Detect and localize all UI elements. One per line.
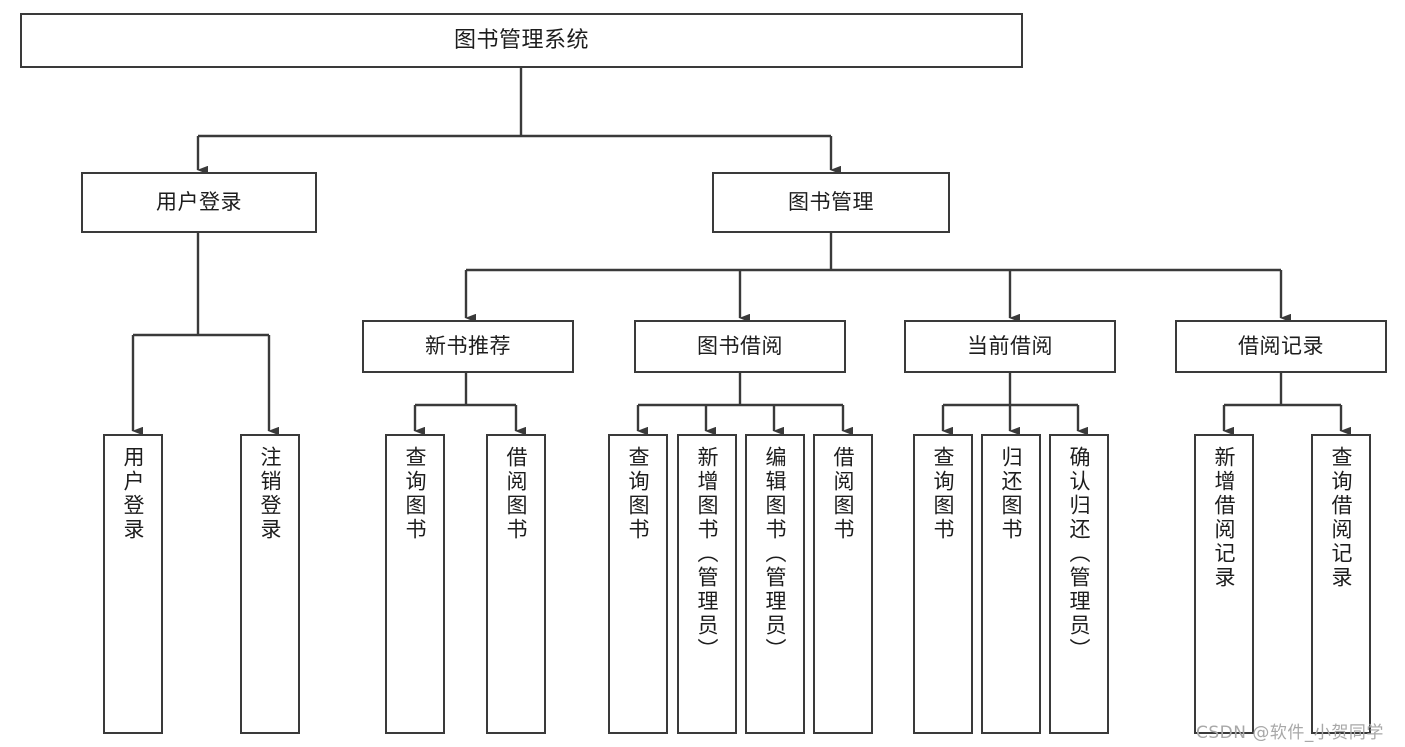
- node-label: 用户登录: [121, 446, 146, 542]
- node-root-book-management-system[interactable]: 图书管理系统: [20, 13, 1023, 68]
- node-label: 当前借阅: [967, 334, 1053, 359]
- csdn-watermark: CSDN @软件_小贺同学: [1196, 723, 1384, 743]
- node-user-login[interactable]: 用户登录: [81, 172, 317, 233]
- node-label: 图书管理系统: [453, 27, 589, 53]
- node-label: 借阅图书: [504, 446, 529, 542]
- node-leaf-user-login[interactable]: 用户登录: [103, 434, 163, 734]
- node-label: 新增借阅记录: [1212, 446, 1237, 590]
- node-leaf-query-book-cb[interactable]: 查询图书: [913, 434, 973, 734]
- node-label: 图书借阅: [697, 334, 783, 359]
- node-label: 新书推荐: [425, 334, 511, 359]
- node-label: 查询图书: [931, 446, 956, 542]
- node-leaf-query-borrow-record[interactable]: 查询借阅记录: [1311, 434, 1371, 734]
- node-book-management[interactable]: 图书管理: [712, 172, 950, 233]
- node-label: 编辑图书（管理员）: [763, 446, 788, 662]
- node-label: 归还图书: [999, 446, 1024, 542]
- node-label: 新增图书（管理员）: [695, 446, 720, 662]
- node-leaf-confirm-return-admin[interactable]: 确认归还（管理员）: [1049, 434, 1109, 734]
- node-leaf-borrow-book-bb[interactable]: 借阅图书: [813, 434, 873, 734]
- node-label: 查询图书: [403, 446, 428, 542]
- node-borrow-record[interactable]: 借阅记录: [1175, 320, 1387, 373]
- node-leaf-return-book[interactable]: 归还图书: [981, 434, 1041, 734]
- node-leaf-borrow-book-nb[interactable]: 借阅图书: [486, 434, 546, 734]
- node-label: 查询借阅记录: [1329, 446, 1354, 590]
- node-label: 注销登录: [258, 446, 283, 542]
- node-label: 借阅图书: [831, 446, 856, 542]
- node-current-borrow[interactable]: 当前借阅: [904, 320, 1116, 373]
- node-leaf-edit-book-admin[interactable]: 编辑图书（管理员）: [745, 434, 805, 734]
- node-new-book-recommend[interactable]: 新书推荐: [362, 320, 574, 373]
- node-label: 图书管理: [788, 190, 874, 215]
- node-label: 查询图书: [626, 446, 651, 542]
- node-label: 确认归还（管理员）: [1067, 446, 1092, 662]
- node-book-borrow[interactable]: 图书借阅: [634, 320, 846, 373]
- node-label: 用户登录: [156, 190, 242, 215]
- node-leaf-add-borrow-record[interactable]: 新增借阅记录: [1194, 434, 1254, 734]
- node-leaf-query-book-bb[interactable]: 查询图书: [608, 434, 668, 734]
- node-leaf-query-book-nb[interactable]: 查询图书: [385, 434, 445, 734]
- node-label: 借阅记录: [1238, 334, 1324, 359]
- node-leaf-logout[interactable]: 注销登录: [240, 434, 300, 734]
- node-leaf-add-book-admin[interactable]: 新增图书（管理员）: [677, 434, 737, 734]
